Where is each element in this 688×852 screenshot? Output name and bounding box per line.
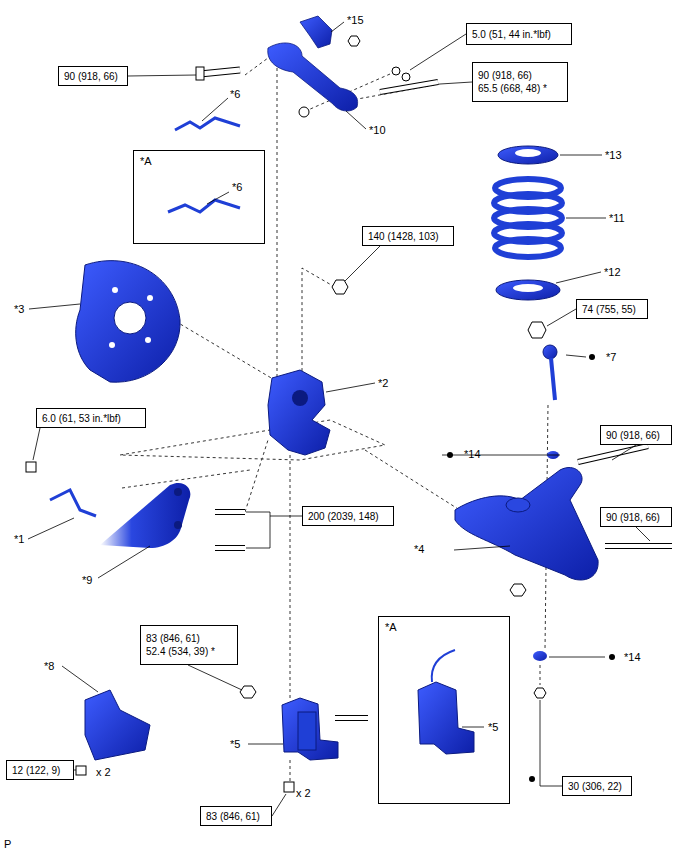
view-frame: *A [378,616,510,804]
torque-value: 140 (1428, 103) [368,230,448,243]
callout-number: x 2 [296,787,311,800]
leader-lines [28,22,650,816]
callout-number: *3 [14,303,24,316]
torque-value: 5.0 (51, 44 in.*lbf) [472,28,566,41]
torque-box: 83 (846, 61) [200,806,272,826]
torque-value: *A [385,621,503,634]
bullet-marks [447,354,615,782]
torque-value: *A [140,155,258,168]
upper-arm [168,16,438,212]
torque-value: 83 (846, 61) [206,810,266,823]
callout-number: *15 [347,14,364,27]
callout-number: *11 [609,212,625,225]
callout-number: x 2 [96,766,111,779]
torque-box: 5.0 (51, 44 in.*lbf) [466,23,572,45]
callout-number: *10 [369,124,386,137]
shock-and-cover [76,650,474,792]
torque-value: 12 (122, 9) [12,764,68,777]
torque-box: 90 (918, 66) [600,507,672,527]
torque-box: 30 (306, 22) [562,776,632,796]
dashed-guides [120,58,548,785]
callout-number: *5 [488,721,498,734]
callout-number: *2 [378,377,388,390]
torque-box: 74 (755, 55) [576,299,648,319]
torque-box: 140 (1428, 103) [362,226,454,246]
torque-value: 90 (918, 66) [478,69,562,82]
torque-value: 90 (918, 66) [606,429,666,442]
torque-value: 200 (2039, 148) [308,510,388,523]
torque-value: 90 (918, 66) [606,511,666,524]
view-frame: *A [133,150,265,244]
torque-value: 65.5 (668, 48) * [478,82,562,95]
callout-number: *1 [14,533,24,546]
torque-value: 90 (918, 66) [64,70,122,83]
torque-box: 83 (846, 61)52.4 (534, 39) * [140,625,238,665]
callout-number: *14 [464,448,481,461]
callout-number: *13 [605,149,622,162]
callout-number: *6 [232,181,242,194]
torque-box: 200 (2039, 148) [302,506,394,526]
callout-number: *6 [230,88,240,101]
torque-box: 12 (122, 9) [6,760,74,780]
torque-value: 6.0 (61, 53 in.*lbf) [42,412,140,425]
torque-box: 6.0 (61, 53 in.*lbf) [36,408,146,428]
page-code: P [4,838,11,851]
torque-box: 90 (918, 66) [600,425,672,445]
torque-box: 90 (918, 66)65.5 (668, 48) * [472,62,568,102]
callout-number: *7 [606,351,616,364]
callout-number: *5 [230,738,240,751]
torque-value: 74 (755, 55) [582,303,642,316]
callout-number: *9 [82,574,92,587]
callout-number: *14 [624,651,641,664]
arms [26,446,672,596]
callout-number: *8 [44,660,54,673]
torque-box: 90 (918, 66) [58,66,128,86]
torque-value: 52.4 (534, 39) * [146,645,232,658]
callout-number: *12 [604,266,621,279]
torque-value: 30 (306, 22) [568,780,626,793]
torque-value: 83 (846, 61) [146,632,232,645]
callout-number: *4 [414,543,424,556]
